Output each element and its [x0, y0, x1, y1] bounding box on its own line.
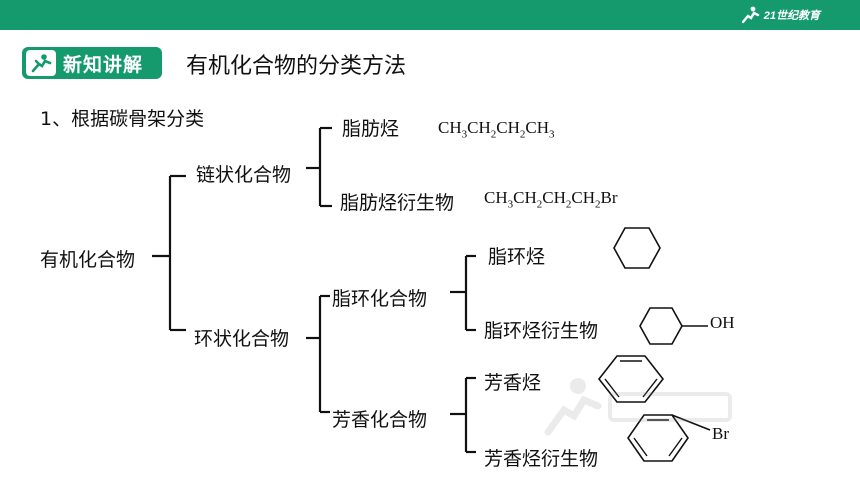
butane-formula: CH3CH2CH2CH3 [438, 118, 555, 141]
cyclohexane-structure [613, 227, 661, 269]
aromatic-hydrocarbon-label: 芳香烃 [484, 372, 542, 394]
hydroxyl-group-label: OH [710, 313, 735, 332]
root-label: 有机化合物 [40, 249, 136, 271]
ring-compounds-label: 环状化合物 [194, 328, 290, 350]
aromatic-compounds-label: 芳香化合物 [332, 409, 428, 431]
page-title: 有机化合物的分类方法 [186, 54, 407, 79]
logo: 21世纪教育 [740, 4, 820, 26]
chain-compounds-label: 链状化合物 [196, 164, 292, 186]
cyclohexanol-structure [639, 307, 708, 345]
alicyclic-hydrocarbon-label: 脂环烃 [488, 246, 546, 268]
runner-logo-icon [741, 6, 759, 24]
top-banner: 21世纪教育 [0, 0, 860, 30]
section-heading: 1、根据碳骨架分类 [40, 108, 205, 130]
benzene-structure [597, 355, 665, 403]
alicyclic-compounds-label: 脂环化合物 [332, 288, 428, 310]
logo-text: 21世纪教育 [763, 10, 820, 22]
bromobutane-formula: CH3CH2CH2CH2Br [484, 188, 618, 211]
section-badge-label: 新知讲解 [63, 53, 144, 76]
aromatic-derivative-label: 芳香烃衍生物 [484, 448, 599, 470]
aliphatic-hydrocarbon-label: 脂肪烃 [342, 118, 400, 140]
bromo-group-label: Br [712, 424, 729, 443]
section-badge: 新知讲解 [22, 47, 162, 79]
bromobenzene-structure [627, 414, 711, 462]
aliphatic-derivative-label: 脂肪烃衍生物 [340, 192, 455, 214]
runner-icon [26, 50, 56, 76]
watermark-logo-icon [544, 378, 732, 436]
alicyclic-derivative-label: 脂环烃衍生物 [484, 320, 599, 342]
